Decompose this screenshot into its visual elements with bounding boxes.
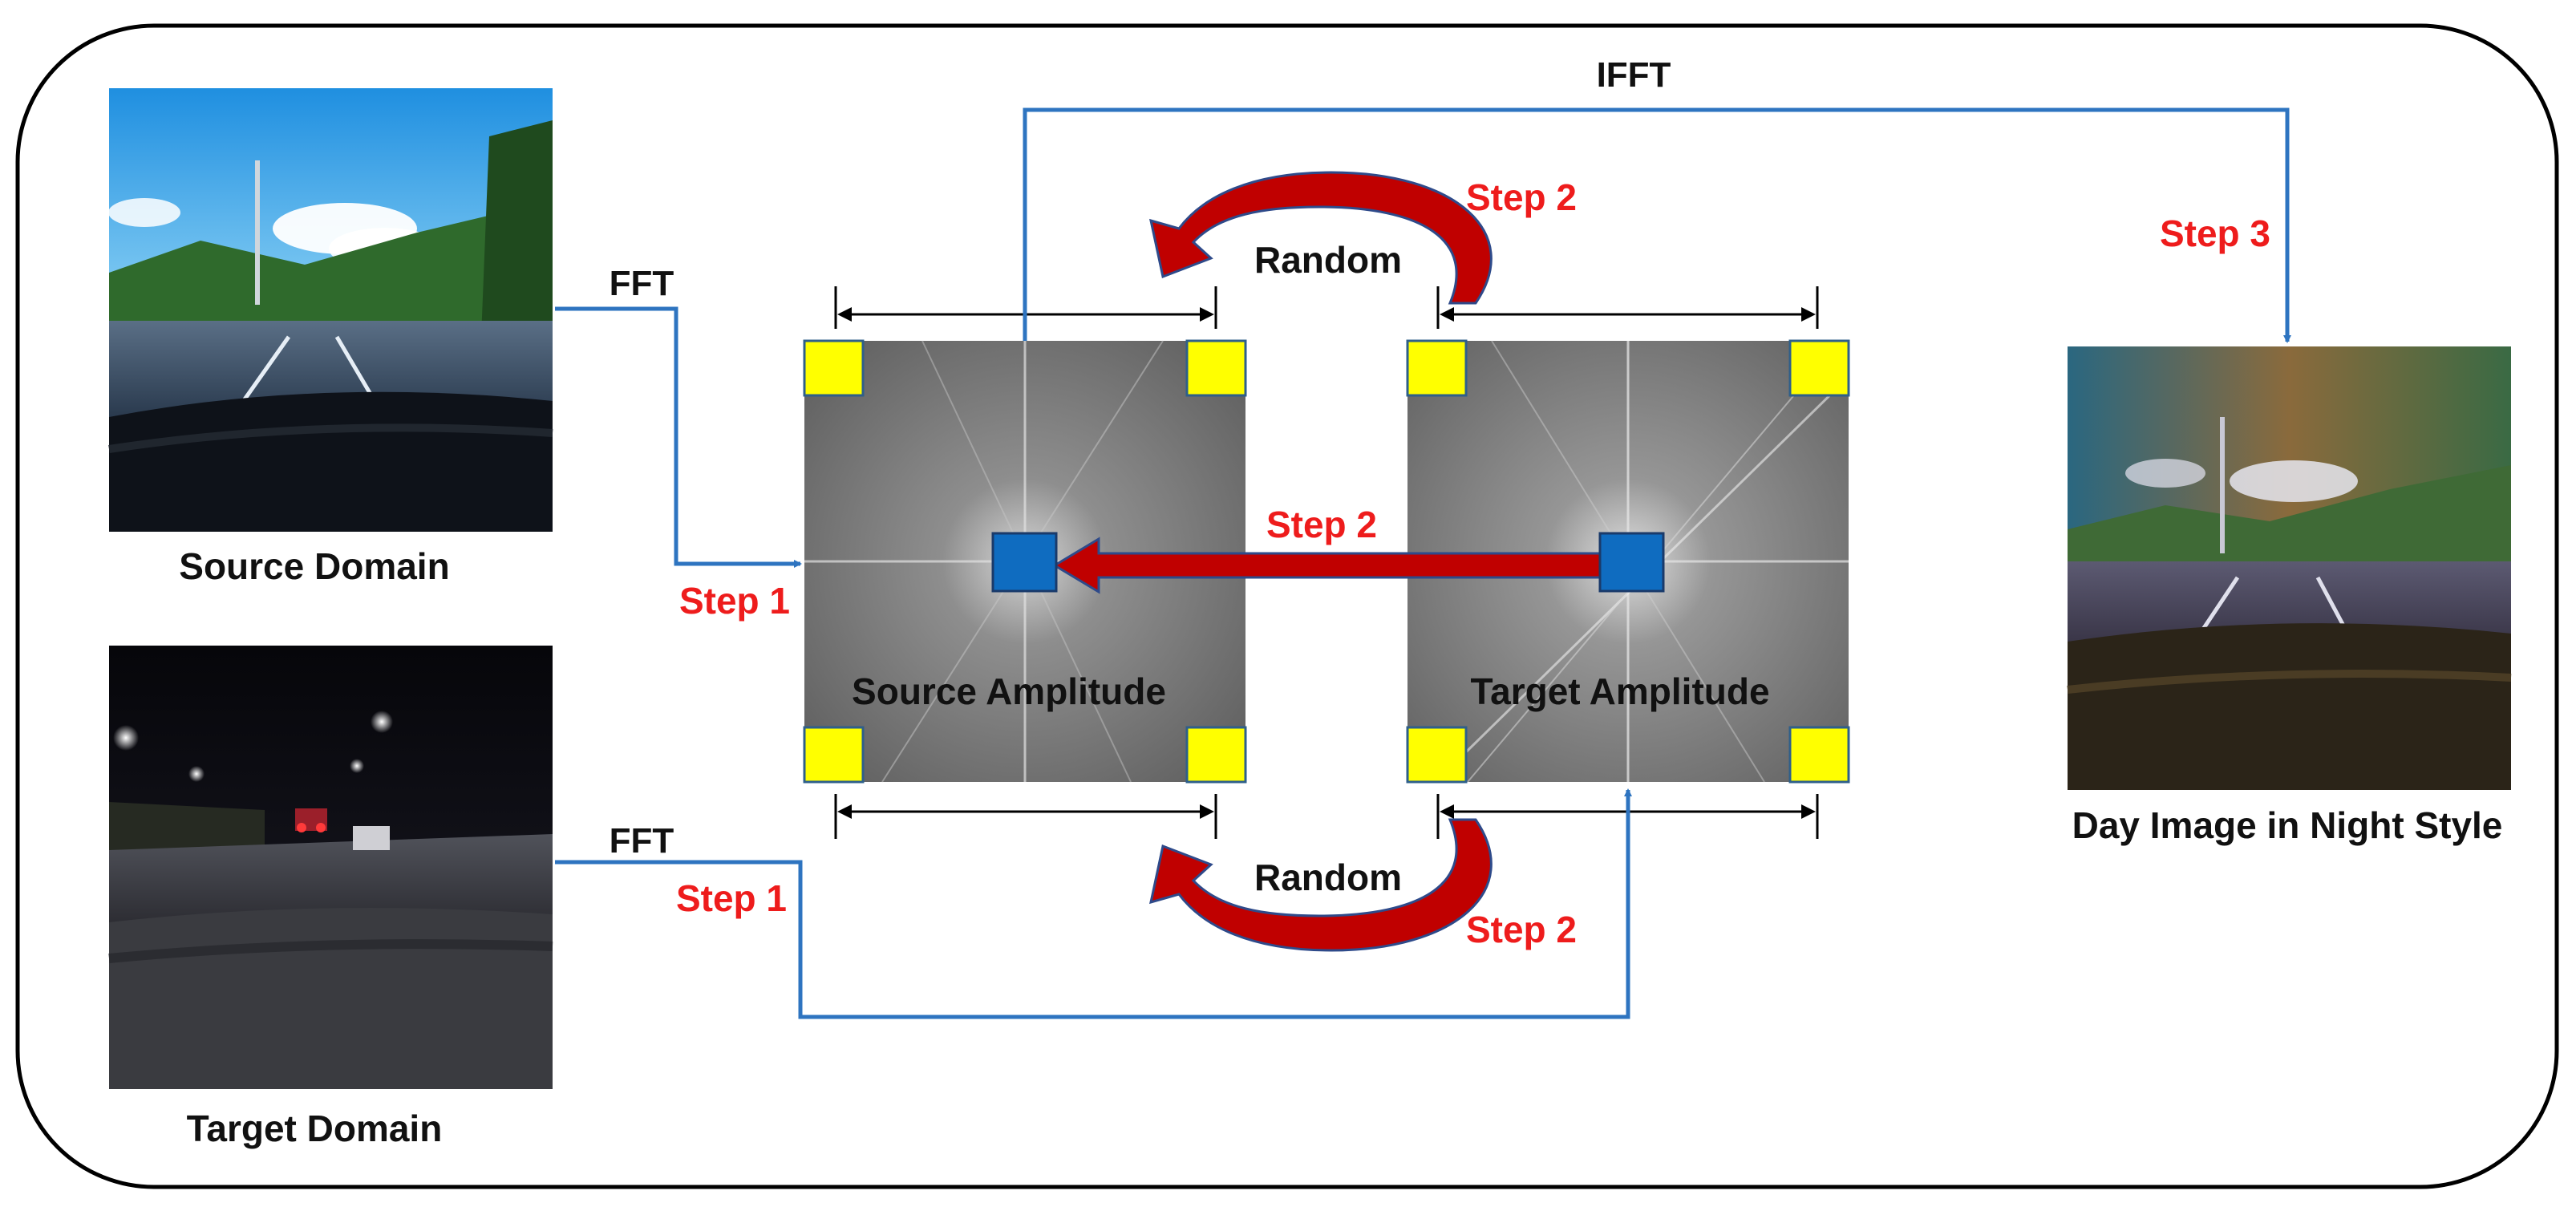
fft-target-arrow — [555, 788, 1632, 1019]
step3-label: Step 3 — [2160, 213, 2270, 254]
source-low-frequency-square — [991, 532, 1058, 593]
source-domain-image — [108, 88, 553, 532]
output-image — [2067, 346, 2512, 790]
target-corner-square-bl — [1406, 726, 1468, 784]
step2-swap-label: Step 2 — [1266, 504, 1377, 545]
source-corner-square-bl — [803, 726, 865, 784]
ifft-arrow — [1023, 107, 2291, 343]
outer-frame — [15, 23, 2559, 1189]
random-bottom-curved-arrow — [1149, 818, 1493, 952]
source-amplitude-label: Source Amplitude — [852, 670, 1166, 712]
random-bottom-label: Random — [1254, 857, 1402, 898]
source-corner-square-br — [1185, 726, 1247, 784]
source-corner-square-tr — [1185, 339, 1247, 397]
source-bottom-dimension-line — [834, 794, 1217, 839]
output-image-label: Day Image in Night Style — [2072, 804, 2503, 846]
target-domain-label: Target Domain — [187, 1108, 443, 1149]
amplitude-swap-arrow — [1052, 537, 1602, 594]
target-low-frequency-square — [1598, 532, 1665, 593]
target-corner-square-tr — [1788, 339, 1850, 397]
source-corner-square-tl — [803, 339, 865, 397]
step2-bottom-arc-label: Step 2 — [1466, 909, 1577, 950]
target-domain-image — [108, 646, 553, 1089]
fft-bottom-label: FFT — [610, 821, 674, 861]
target-amplitude-label: Target Amplitude — [1470, 670, 1769, 712]
fft-top-label: FFT — [610, 264, 674, 303]
target-top-dimension-line — [1436, 286, 1819, 329]
step1-top-label: Step 1 — [679, 580, 790, 622]
target-corner-square-br — [1788, 726, 1850, 784]
fft-source-arrow — [555, 306, 802, 568]
random-top-label: Random — [1254, 239, 1402, 281]
ifft-label: IFFT — [1597, 55, 1671, 95]
random-top-curved-arrow — [1149, 171, 1493, 305]
step2-top-arc-label: Step 2 — [1466, 176, 1577, 218]
target-corner-square-tl — [1406, 339, 1468, 397]
step1-bottom-label: Step 1 — [676, 877, 787, 919]
source-domain-label: Source Domain — [179, 545, 449, 587]
